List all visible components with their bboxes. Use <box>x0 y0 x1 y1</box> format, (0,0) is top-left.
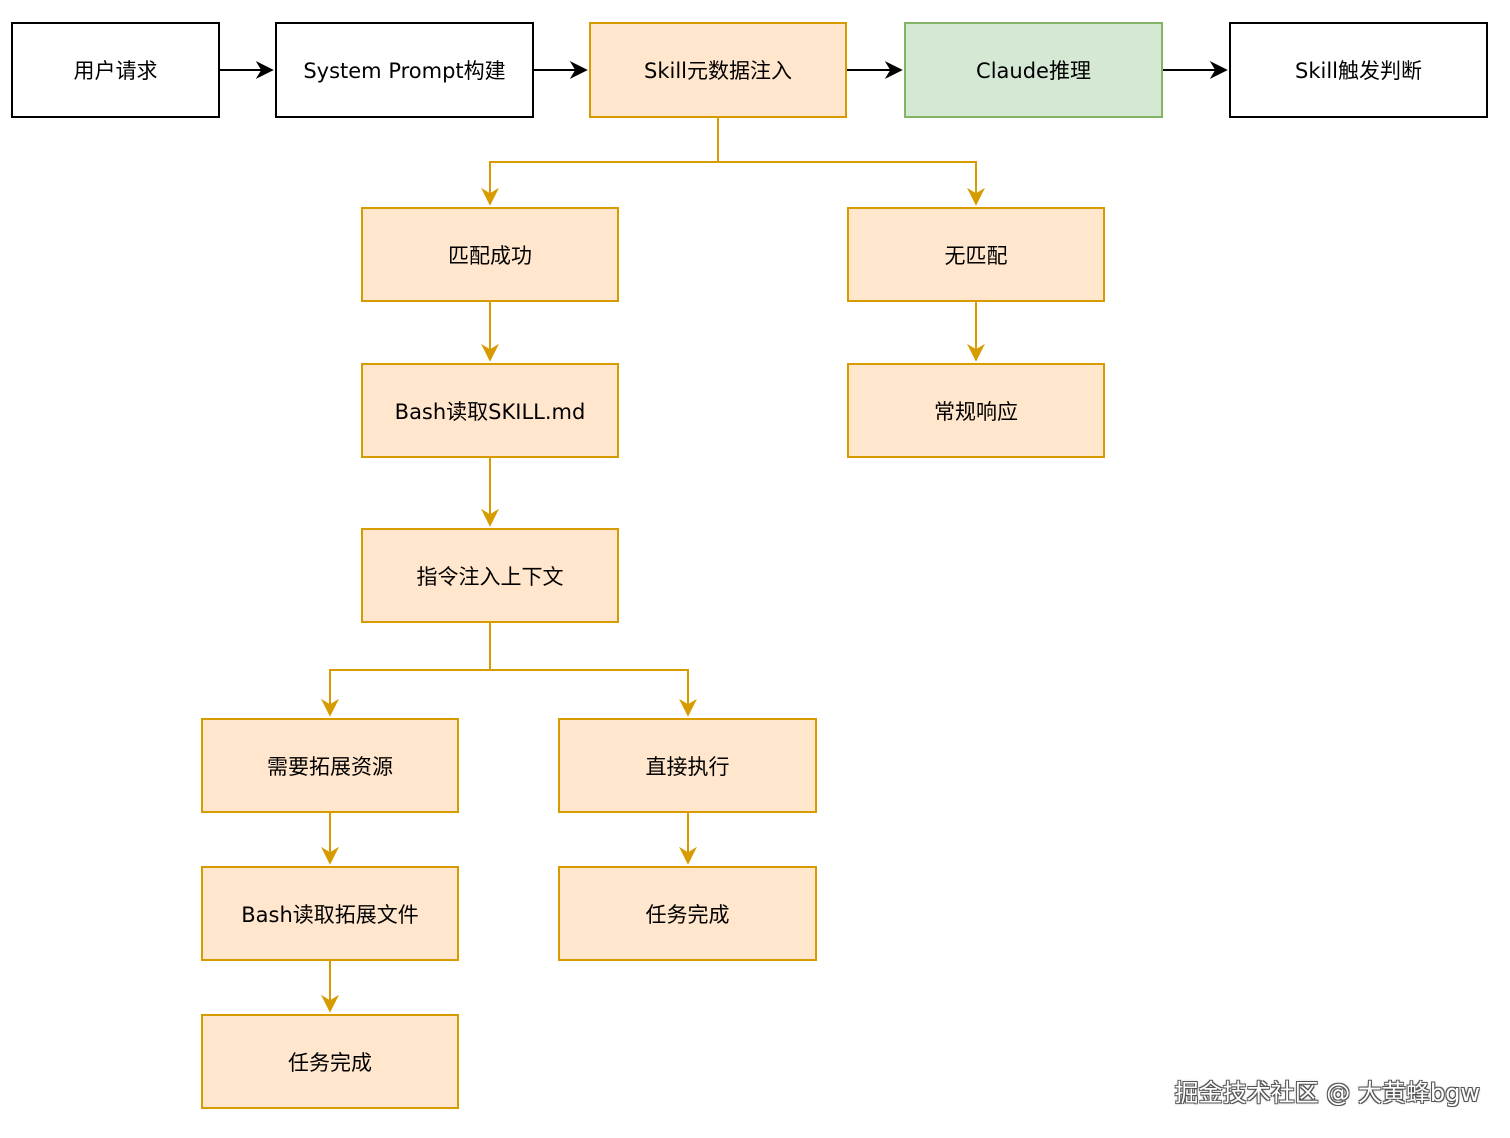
node-normal-response: 常规响应 <box>847 363 1105 458</box>
edge-inject-to-direct <box>490 669 697 717</box>
node-skill-trigger: Skill触发判断 <box>1229 22 1488 118</box>
node-claude-reasoning: Claude推理 <box>904 22 1163 118</box>
node-inject-context: 指令注入上下文 <box>361 528 619 623</box>
node-direct-exec: 直接执行 <box>558 718 817 813</box>
node-bash-read-skill: Bash读取SKILL.md <box>361 363 619 458</box>
node-need-extension: 需要拓展资源 <box>201 718 459 813</box>
node-task-done-right: 任务完成 <box>558 866 817 961</box>
node-user-request: 用户请求 <box>11 22 220 118</box>
edge-metadata-to-nomatch <box>718 161 985 206</box>
edge-metadata-to-match <box>481 118 719 206</box>
node-task-done-left: 任务完成 <box>201 1014 459 1109</box>
edge-inject-to-need-ext <box>321 623 491 717</box>
watermark: 掘金技术社区 @ 大黄蜂bgw <box>1174 1079 1480 1107</box>
node-match-success: 匹配成功 <box>361 207 619 302</box>
node-bash-read-ext: Bash读取拓展文件 <box>201 866 459 961</box>
node-skill-metadata: Skill元数据注入 <box>589 22 847 118</box>
node-system-prompt: System Prompt构建 <box>275 22 534 118</box>
node-no-match: 无匹配 <box>847 207 1105 302</box>
